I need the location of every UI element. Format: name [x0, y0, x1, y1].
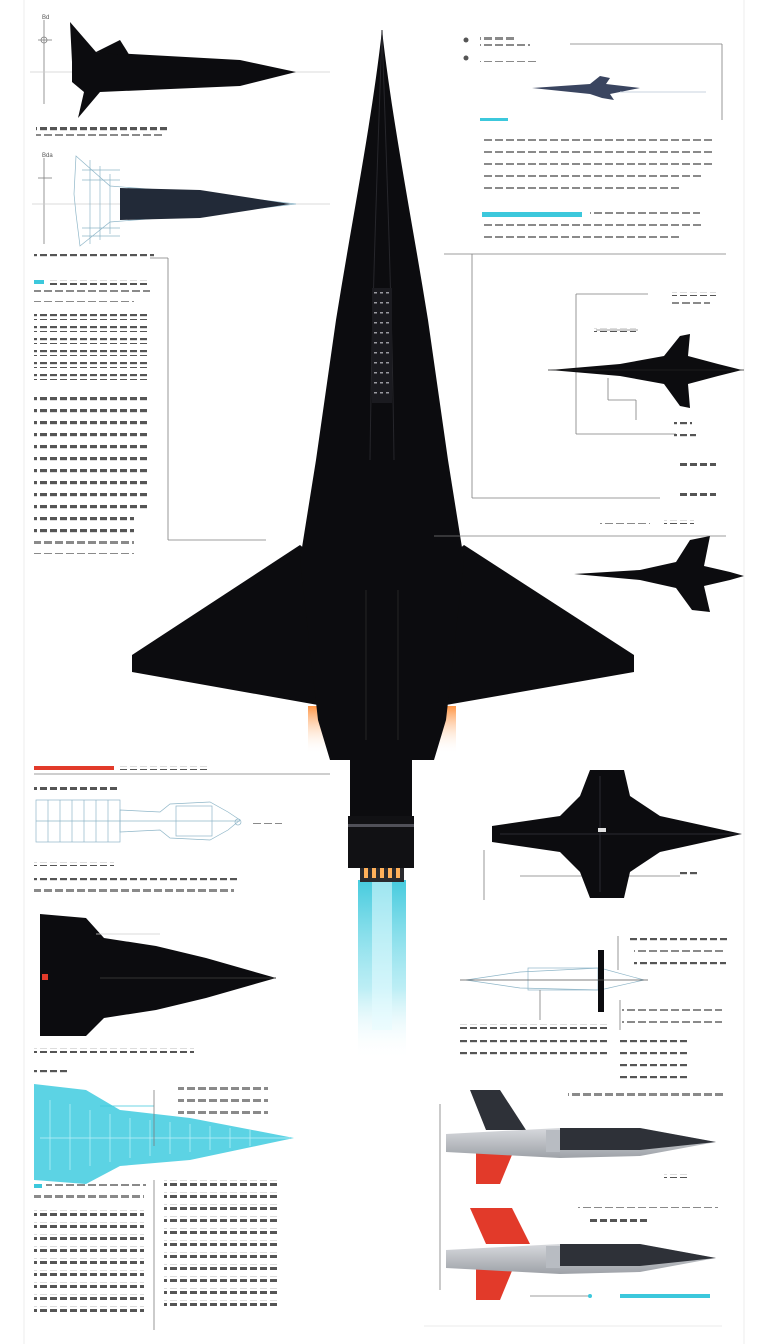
- engine-cross-section-icon: [35, 799, 242, 843]
- aircraft-top-detail-right-icon: [483, 770, 742, 900]
- small-planform-icon: [548, 292, 744, 438]
- cyan-planform-blueprint-icon: [34, 1084, 294, 1184]
- jet-red-tail-2-icon: [446, 1208, 716, 1300]
- top-left-mark-label-a: Bd: [42, 15, 50, 21]
- aircraft-side-silhouette-icon: [30, 20, 330, 118]
- main-aircraft: [132, 29, 634, 1060]
- small-side-view-icon: [463, 36, 723, 120]
- aircraft-side-wireframe-icon: [460, 936, 728, 1030]
- aircraft-side-blueprint-icon: [32, 155, 330, 247]
- jet-red-tail-1-icon: [446, 1090, 716, 1184]
- small-planform-2-icon: [574, 536, 744, 612]
- top-left-mark-label-b: Bda: [42, 153, 53, 159]
- aircraft-top-detail-black-icon: [40, 914, 276, 1036]
